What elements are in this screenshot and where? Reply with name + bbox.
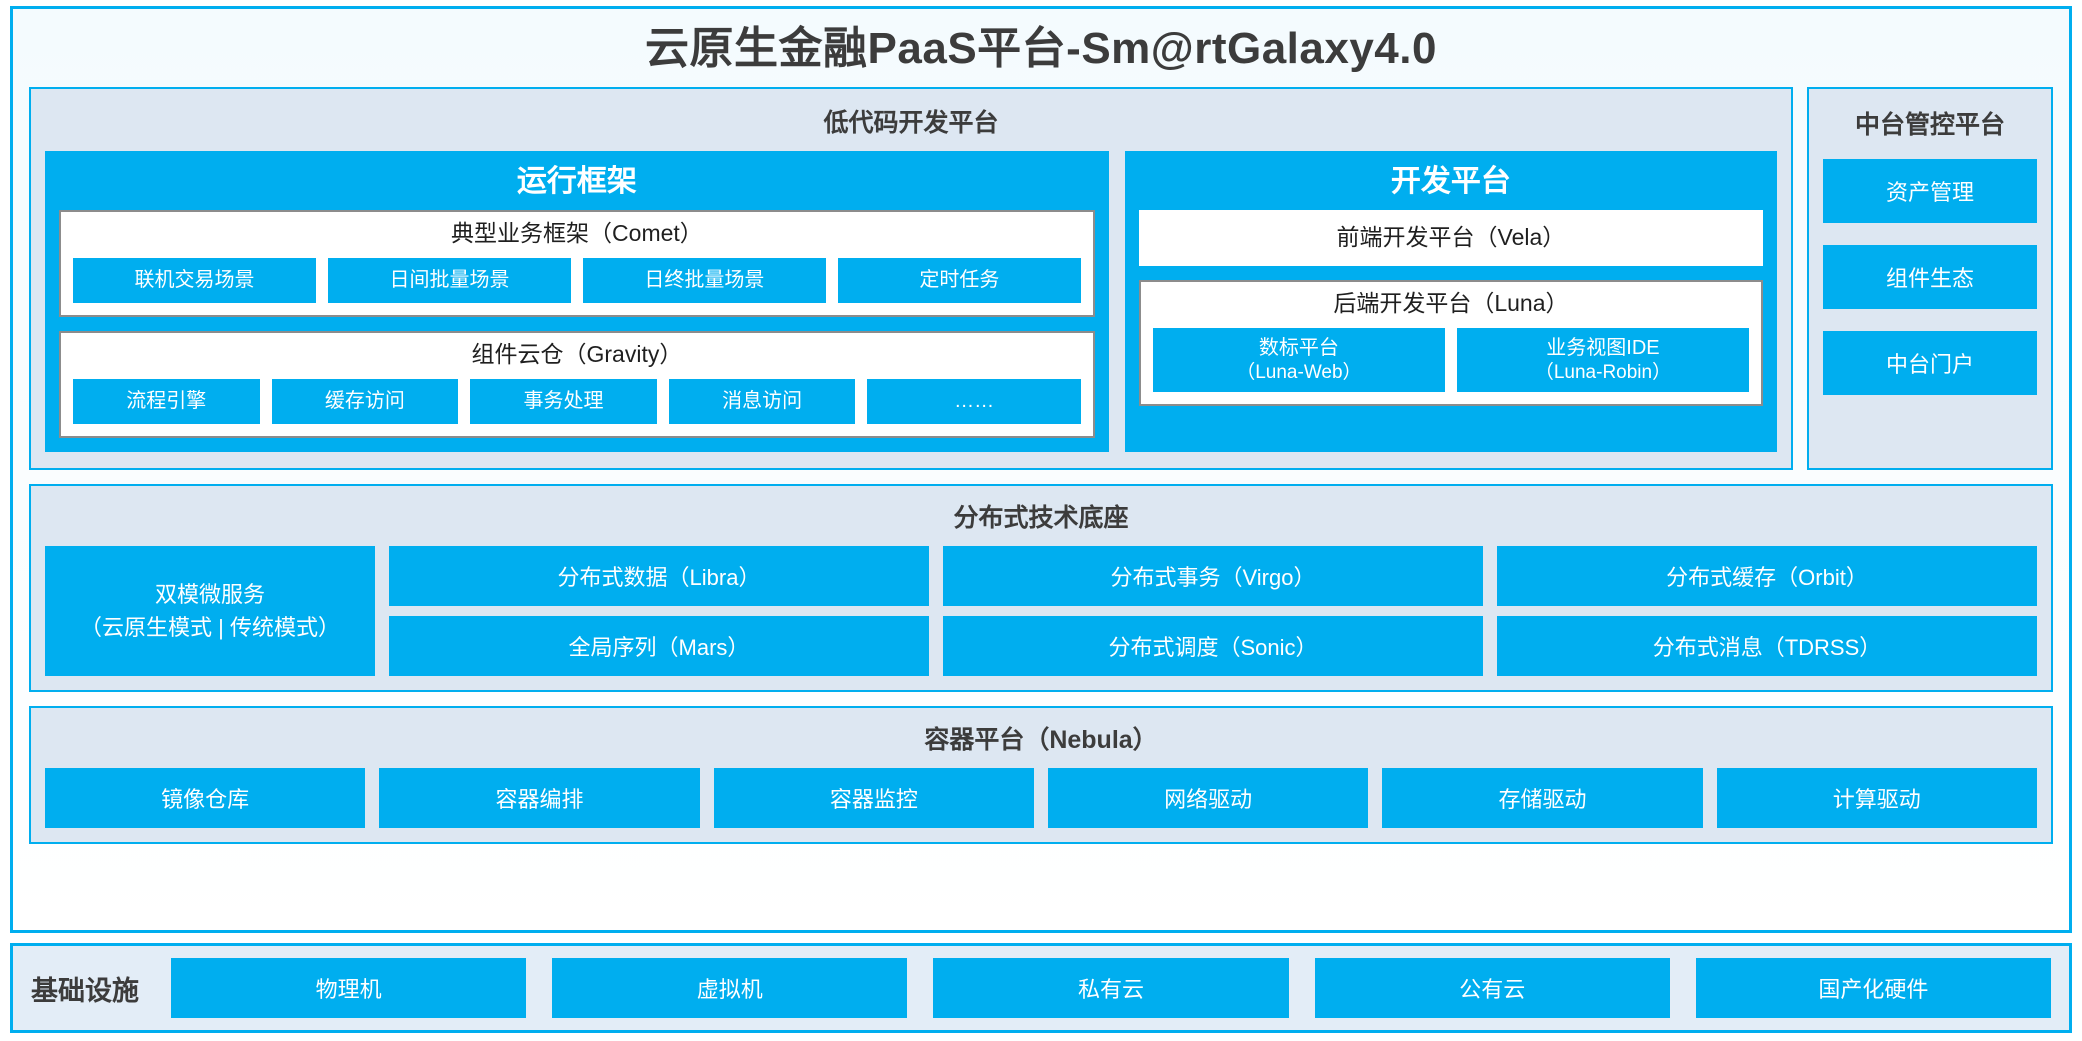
control-item-component-ecosystem[interactable]: 组件生态 (1823, 245, 2037, 310)
container-item-compute-driver[interactable]: 计算驱动 (1716, 767, 2037, 828)
backend-platform-items-row: 数标平台 （Luna-Web） 业务视图IDE （Luna-Robin） (1152, 327, 1750, 393)
dual-mode-microservice-line1: 双模微服务 (154, 581, 265, 607)
control-platform-panel: 中台管控平台 资产管理 组件生态 中台门户 (1807, 87, 2053, 470)
backend-item-luna-robin[interactable]: 业务视图IDE （Luna-Robin） (1456, 327, 1750, 393)
development-platform-card: 开发平台 前端开发平台（Vela） 后端开发平台（Luna） 数标平台 （Lun… (1124, 151, 1777, 452)
backend-item-luna-web-line1: 数标平台 (1258, 336, 1339, 359)
distributed-foundation-panel: 分布式技术底座 双模微服务 （云原生模式 | 传统模式） 分布式数据（Libra… (29, 483, 2053, 692)
gravity-item-more-ellipsis[interactable]: …… (867, 378, 1081, 424)
dist-item-tdrss[interactable]: 分布式消息（TDRSS） (1497, 615, 2037, 676)
platform-main-frame: 云原生金融PaaS平台-Sm@rtGalaxy4.0 低代码开发平台 运行框架 … (10, 6, 2072, 933)
page-title: 云原生金融PaaS平台-Sm@rtGalaxy4.0 (645, 24, 1437, 73)
dist-item-virgo[interactable]: 分布式事务（Virgo） (943, 545, 1483, 606)
container-platform-title: 容器平台（Nebula） (924, 725, 1158, 754)
lowcode-platform-panel: 低代码开发平台 运行框架 典型业务框架（Comet） 联机交易场景 日间批量场景… (29, 87, 1793, 470)
dist-item-dual-mode-microservice[interactable]: 双模微服务 （云原生模式 | 传统模式） (45, 545, 375, 676)
gravity-item-cache-access[interactable]: 缓存访问 (271, 378, 459, 424)
frontend-platform-label: 前端开发平台（Vela） (1336, 224, 1566, 251)
distributed-foundation-title: 分布式技术底座 (953, 503, 1129, 532)
comet-item-intraday-batch[interactable]: 日间批量场景 (327, 257, 571, 303)
container-item-monitoring[interactable]: 容器监控 (713, 767, 1034, 828)
control-item-asset-management[interactable]: 资产管理 (1823, 159, 2037, 224)
gravity-item-process-engine[interactable]: 流程引擎 (73, 378, 260, 424)
backend-platform-box: 后端开发平台（Luna） 数标平台 （Luna-Web） 业务视图IDE （Lu… (1138, 279, 1763, 407)
gravity-items-row: 流程引擎 缓存访问 事务处理 消息访问 …… (73, 378, 1081, 424)
container-item-storage-driver[interactable]: 存储驱动 (1382, 767, 1703, 828)
lowcode-columns: 运行框架 典型业务框架（Comet） 联机交易场景 日间批量场景 日终批量场景 … (45, 151, 1777, 452)
distributed-column-1: 分布式数据（Libra） 全局序列（Mars） (389, 545, 929, 676)
control-platform-title: 中台管控平台 (1854, 111, 2005, 140)
comet-box: 典型业务框架（Comet） 联机交易场景 日间批量场景 日终批量场景 定时任务 (59, 210, 1095, 317)
distributed-grid: 双模微服务 （云原生模式 | 传统模式） 分布式数据（Libra） 全局序列（M… (45, 545, 2037, 676)
infra-item-domestic-hardware[interactable]: 国产化硬件 (1695, 958, 2052, 1018)
infrastructure-label: 基础设施 (31, 975, 139, 1006)
comet-title: 典型业务框架（Comet） (451, 220, 703, 247)
backend-item-luna-web-line2: （Luna-Web） (1236, 361, 1362, 383)
comet-item-eod-batch[interactable]: 日终批量场景 (582, 257, 826, 303)
gravity-item-transaction-processing[interactable]: 事务处理 (470, 378, 657, 424)
frontend-platform-box[interactable]: 前端开发平台（Vela） (1138, 210, 1763, 266)
control-item-portal[interactable]: 中台门户 (1823, 331, 2037, 396)
backend-item-luna-robin-line2: （Luna-Robin） (1534, 361, 1672, 383)
gravity-title: 组件云仓（Gravity） (471, 340, 683, 367)
infra-item-physical-machine[interactable]: 物理机 (171, 958, 527, 1018)
infra-item-private-cloud[interactable]: 私有云 (933, 958, 1289, 1018)
container-item-image-registry[interactable]: 镜像仓库 (45, 767, 366, 828)
infrastructure-items: 物理机 虚拟机 私有云 公有云 国产化硬件 (171, 958, 2052, 1018)
dist-item-libra[interactable]: 分布式数据（Libra） (389, 545, 929, 606)
dual-mode-microservice-line2: （云原生模式 | 传统模式） (80, 614, 340, 640)
container-item-orchestration[interactable]: 容器编排 (379, 767, 700, 828)
comet-item-scheduled-task[interactable]: 定时任务 (837, 257, 1081, 303)
backend-item-luna-web[interactable]: 数标平台 （Luna-Web） (1152, 327, 1445, 393)
distributed-column-3: 分布式缓存（Orbit） 分布式消息（TDRSS） (1497, 545, 2037, 676)
container-item-network-driver[interactable]: 网络驱动 (1047, 767, 1369, 828)
infra-item-virtual-machine[interactable]: 虚拟机 (552, 958, 908, 1018)
development-platform-title: 开发平台 (1390, 165, 1511, 199)
backend-item-luna-robin-line1: 业务视图IDE (1546, 336, 1660, 359)
gravity-box: 组件云仓（Gravity） 流程引擎 缓存访问 事务处理 消息访问 …… (59, 330, 1095, 438)
infra-item-public-cloud[interactable]: 公有云 (1314, 958, 1670, 1018)
backend-platform-title: 后端开发平台（Luna） (1333, 289, 1569, 316)
upper-row: 低代码开发平台 运行框架 典型业务框架（Comet） 联机交易场景 日间批量场景… (29, 87, 2053, 470)
dist-item-orbit[interactable]: 分布式缓存（Orbit） (1497, 545, 2037, 606)
dist-item-sonic[interactable]: 分布式调度（Sonic） (943, 615, 1483, 676)
dist-item-mars[interactable]: 全局序列（Mars） (389, 615, 929, 676)
comet-item-online-transaction[interactable]: 联机交易场景 (73, 257, 316, 303)
runtime-framework-title: 运行框架 (516, 165, 637, 199)
control-platform-items: 资产管理 组件生态 中台门户 (1823, 159, 2037, 396)
distributed-column-2: 分布式事务（Virgo） 分布式调度（Sonic） (943, 545, 1483, 676)
comet-items-row: 联机交易场景 日间批量场景 日终批量场景 定时任务 (73, 257, 1081, 303)
gravity-item-message-access[interactable]: 消息访问 (668, 378, 856, 424)
infrastructure-bar: 基础设施 物理机 虚拟机 私有云 公有云 国产化硬件 (10, 943, 2072, 1033)
runtime-framework-card: 运行框架 典型业务框架（Comet） 联机交易场景 日间批量场景 日终批量场景 … (45, 151, 1109, 452)
lowcode-platform-heading: 低代码开发平台 (823, 109, 999, 138)
container-platform-panel: 容器平台（Nebula） 镜像仓库 容器编排 容器监控 网络驱动 存储驱动 计算… (29, 705, 2053, 844)
container-items-row: 镜像仓库 容器编排 容器监控 网络驱动 存储驱动 计算驱动 (45, 767, 2037, 828)
